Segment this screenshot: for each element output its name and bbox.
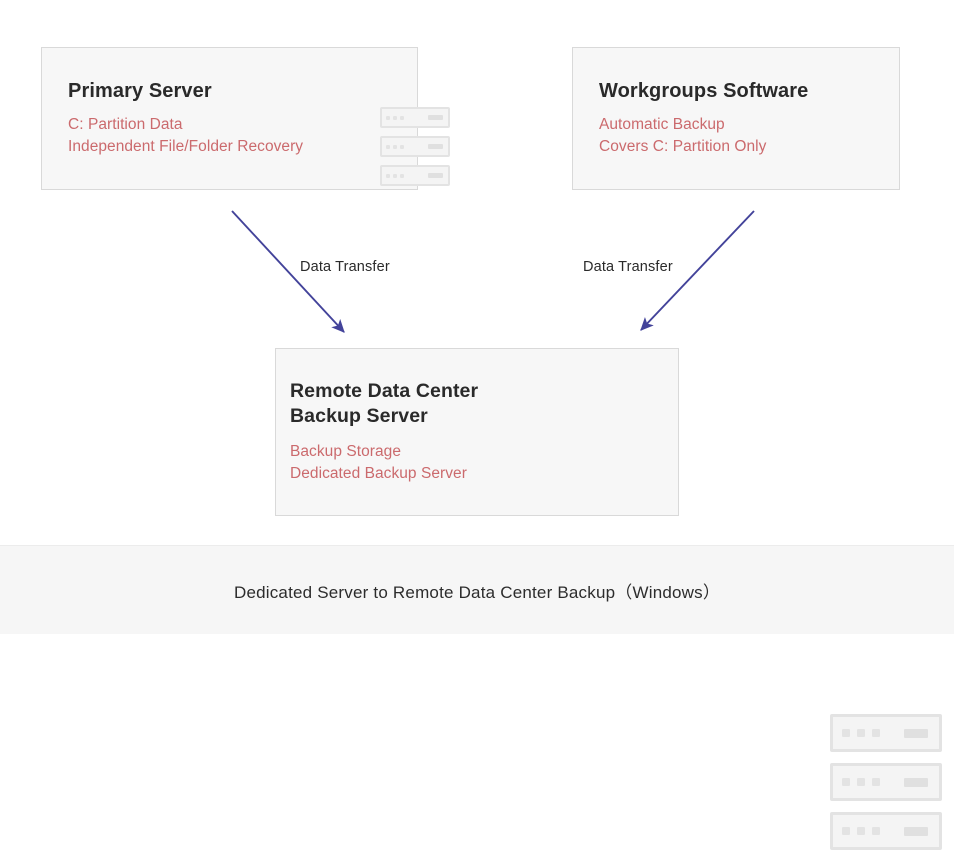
node-workgroups-software-line-2: Covers C: Partition Only — [599, 138, 767, 156]
rack-led-dot — [386, 144, 390, 149]
rack-led-dot — [872, 827, 880, 835]
rack-led-dot — [872, 729, 880, 737]
rack-led-dot — [857, 729, 865, 737]
rack-led-dot — [386, 173, 390, 178]
rack-led-dot — [400, 115, 404, 120]
node-remote-backup-server-title: Remote Data Center Backup Server — [290, 380, 479, 427]
node-primary-server-body: Primary Server C: Partition Data Indepen… — [68, 48, 417, 189]
caption-bar: Dedicated Server to Remote Data Center B… — [0, 545, 954, 634]
node-remote-backup-server-line-2: Dedicated Backup Server — [290, 464, 467, 482]
rack-slot-bar — [904, 728, 928, 738]
rack-led-dot — [400, 144, 404, 149]
server-rack-unit — [380, 165, 450, 186]
edge-label-primary-to-remote: Data Transfer — [300, 259, 390, 275]
rack-led-dot — [857, 827, 865, 835]
node-primary-server-line-1: C: Partition Data — [68, 116, 183, 134]
node-remote-backup-server-body: Remote Data Center Backup Server Backup … — [290, 349, 678, 515]
node-primary-server-title: Primary Server — [68, 79, 212, 102]
rack-led-dot — [400, 173, 404, 178]
rack-led-dot — [393, 144, 397, 149]
node-remote-backup-server: Remote Data Center Backup Server Backup … — [275, 348, 942, 850]
server-rack-unit — [830, 714, 942, 752]
server-rack-unit — [830, 763, 942, 801]
rack-slot-bar — [904, 777, 928, 787]
edge-label-workgroups-to-remote: Data Transfer — [583, 259, 673, 275]
rack-led-dot — [872, 778, 880, 786]
node-primary-server-details: C: Partition Data Independent File/Folde… — [68, 114, 417, 158]
node-workgroups-software: Workgroups Software Automatic Backup Cov… — [572, 47, 900, 190]
rack-led-dot — [857, 778, 865, 786]
node-workgroups-software-title: Workgroups Software — [599, 79, 809, 102]
rack-slot-bar — [428, 144, 443, 149]
rack-slot-bar — [904, 826, 928, 836]
node-remote-backup-server-details: Backup Storage Dedicated Backup Server — [290, 441, 678, 485]
node-workgroups-software-line-1: Automatic Backup — [599, 116, 725, 134]
rack-led-dot — [842, 827, 850, 835]
node-workgroups-software-body: Workgroups Software Automatic Backup Cov… — [599, 48, 899, 189]
caption-text: Dedicated Server to Remote Data Center B… — [233, 582, 721, 602]
server-rack-unit — [380, 107, 450, 128]
rack-slot-bar — [428, 115, 443, 120]
server-rack-unit — [830, 812, 942, 850]
server-rack-unit — [380, 136, 450, 157]
rack-led-dot — [842, 778, 850, 786]
rack-led-dot — [842, 729, 850, 737]
diagram-canvas: Primary Server C: Partition Data Indepen… — [0, 47, 954, 850]
node-remote-backup-server-line-1: Backup Storage — [290, 442, 401, 460]
node-primary-server-line-2: Independent File/Folder Recovery — [68, 138, 304, 156]
server-rack-icon — [380, 107, 450, 186]
rack-slot-bar — [428, 173, 443, 178]
rack-led-dot — [393, 115, 397, 120]
node-workgroups-software-details: Automatic Backup Covers C: Partition Onl… — [599, 114, 899, 158]
server-rack-icon — [830, 714, 942, 850]
rack-led-dot — [386, 115, 390, 120]
node-primary-server: Primary Server C: Partition Data Indepen… — [41, 47, 450, 190]
rack-led-dot — [393, 173, 397, 178]
